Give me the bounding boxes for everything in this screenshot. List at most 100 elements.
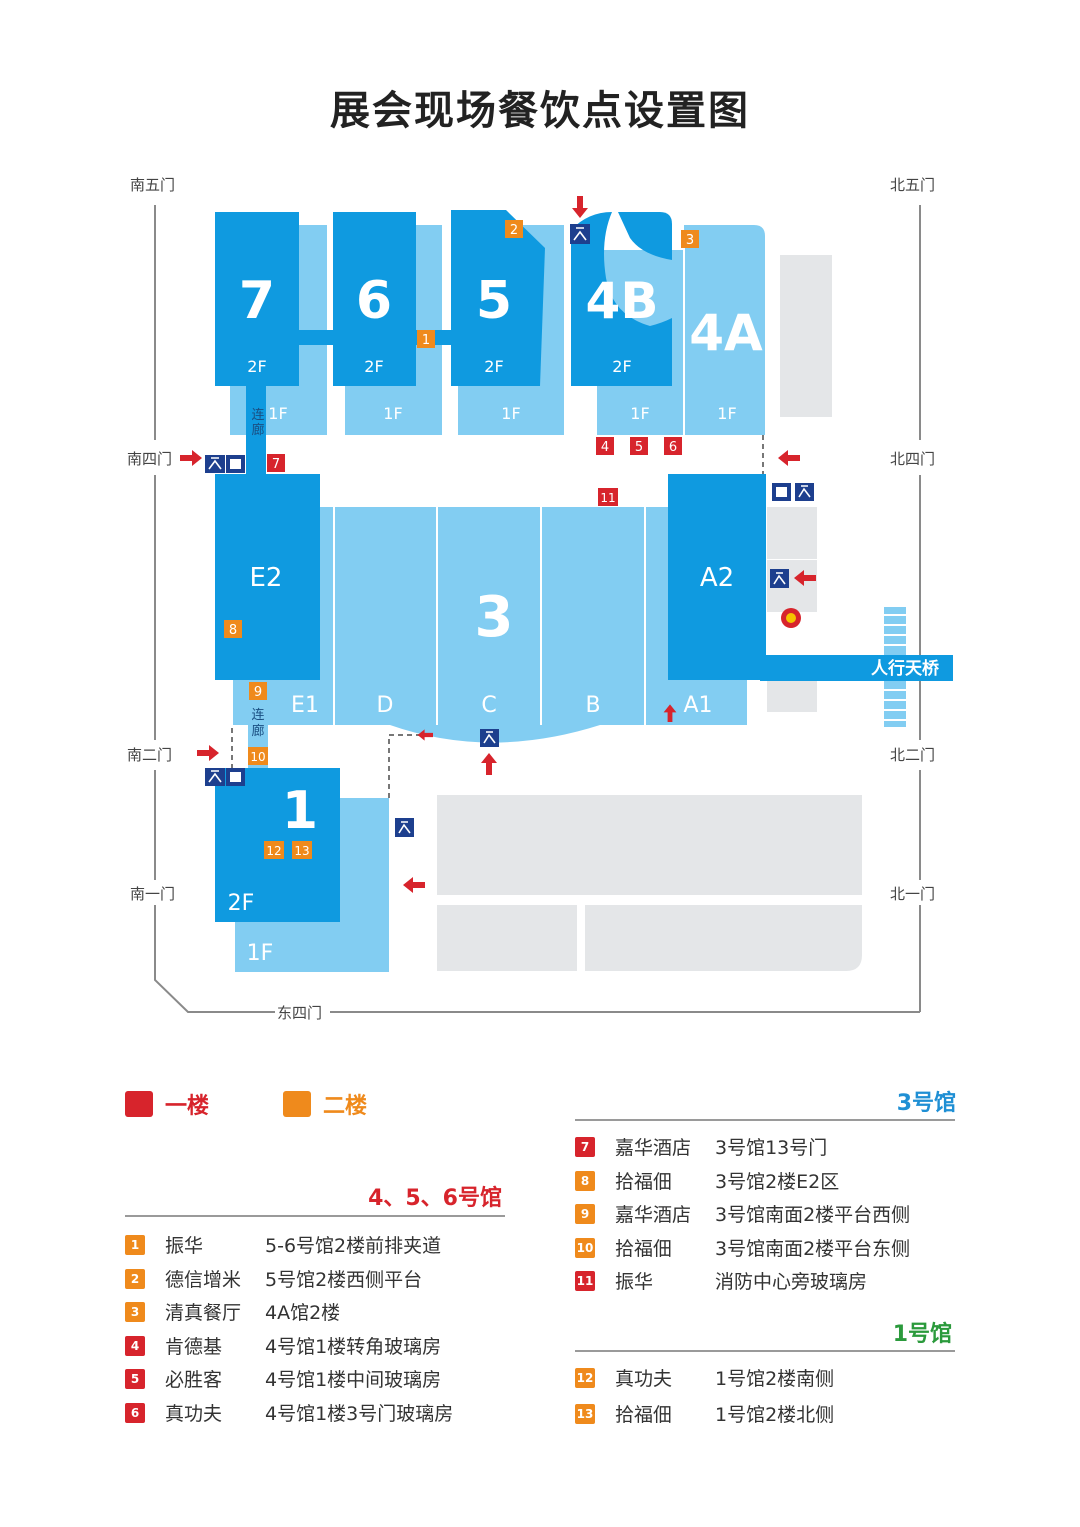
svg-text:3: 3 [686, 233, 694, 248]
restaurant-location: 5号馆2楼西侧平台 [265, 1268, 423, 1291]
legend-first-floor-swatch [125, 1091, 153, 1117]
svg-text:10: 10 [250, 750, 265, 764]
restaurant-name: 振华 [165, 1235, 204, 1257]
restaurant-name: 拾福佃 [615, 1237, 673, 1260]
hall-4b-1f: 1F [630, 404, 649, 423]
restaurant-marker-12: 12 [264, 841, 284, 859]
restaurant-location: 3号馆南面2楼平台东侧 [715, 1237, 911, 1260]
restaurant-name: 真功夫 [615, 1368, 673, 1390]
hall-1-1f: 1F [247, 941, 274, 966]
hall-4a-label: 4A [689, 304, 763, 362]
zone-c-label: C [481, 693, 496, 718]
hall-4a-1f: 1F [717, 404, 736, 423]
restaurant-name: 德信增米 [165, 1268, 242, 1291]
north-halls-2f [215, 210, 672, 386]
corridor-label-north-2: 廊 [251, 422, 264, 438]
restaurant-location: 3号馆13号门 [715, 1137, 828, 1159]
hall-4b-2f: 2F [612, 357, 631, 376]
hall-7-2f: 2F [247, 357, 266, 376]
north-corridor [246, 386, 266, 474]
restaurant-location: 1号馆2楼北侧 [715, 1404, 835, 1426]
restaurant-number: 12 [575, 1368, 595, 1388]
restaurant-number: 3 [125, 1302, 145, 1322]
restaurant-marker-13: 13 [292, 841, 312, 859]
restaurant-marker-3: 3 [681, 230, 699, 248]
restaurant-location: 3号馆南面2楼平台西侧 [715, 1204, 911, 1226]
svg-text:5: 5 [635, 440, 643, 455]
gate-label-south1: 南一门 [130, 885, 175, 903]
site-boundary [154, 205, 921, 1013]
restaurant-number: 8 [575, 1170, 595, 1191]
restaurant-name: 嘉华酒店 [615, 1137, 692, 1159]
restaurant-name: 振华 [615, 1271, 654, 1293]
section-heading-hall-1: 1号馆 [892, 1322, 952, 1347]
restaurant-marker-9: 9 [249, 682, 267, 700]
svg-text:8: 8 [229, 623, 237, 638]
restaurant-marker-6: 6 [664, 437, 682, 455]
gate-label-north5: 北五门 [890, 176, 935, 194]
walking-paths [231, 435, 764, 798]
gate-label-north1: 北一门 [890, 885, 935, 903]
restaurant-name: 拾福佃 [615, 1404, 673, 1426]
hall-6-label: 6 [356, 271, 392, 331]
zone-e1-label: E1 [291, 693, 319, 718]
restaurant-location: 1号馆2楼南侧 [715, 1368, 835, 1390]
hall-6-1f: 1F [383, 404, 402, 423]
svg-text:1: 1 [422, 333, 430, 348]
restaurant-name: 真功夫 [165, 1402, 223, 1425]
svg-text:7: 7 [272, 457, 280, 472]
venue-map: 南五门 南四门 南二门 南一门 北五门 北四门 北二门 北一门 东四门 人行天桥 [127, 176, 953, 1022]
zone-a1-label: A1 [683, 693, 712, 718]
hall-7-label: 7 [239, 271, 275, 331]
gate-label-east4: 东四门 [277, 1004, 322, 1022]
restaurant-name: 拾福佃 [615, 1170, 673, 1193]
restaurant-number: 11 [575, 1271, 595, 1291]
section-rule-halls-456 [125, 1215, 505, 1217]
hall-e2-label: E2 [250, 563, 283, 593]
svg-text:13: 13 [294, 844, 309, 858]
svg-text:6: 6 [669, 440, 677, 455]
restaurant-number: 1 [125, 1235, 145, 1255]
gate-label-south4: 南四门 [127, 450, 172, 468]
svg-text:2: 2 [510, 223, 518, 238]
restaurant-marker-7: 7 [267, 454, 285, 472]
corridor-label-south-2: 廊 [251, 723, 264, 739]
gate-label-south5: 南五门 [130, 176, 175, 194]
hall-1-2f: 2F [228, 891, 255, 916]
zone-d-label: D [377, 693, 394, 718]
hall-5-2f: 2F [484, 357, 503, 376]
restaurant-name: 嘉华酒店 [615, 1204, 692, 1226]
section-heading-hall-3: 3号馆 [896, 1091, 956, 1116]
svg-text:11: 11 [600, 491, 615, 505]
restaurant-location: 4号馆1楼转角玻璃房 [265, 1335, 442, 1358]
restaurant-marker-5: 5 [630, 437, 648, 455]
hall-3-complex [215, 474, 766, 769]
svg-text:4: 4 [601, 440, 609, 455]
legend-first-floor: 一楼 [125, 1088, 209, 1120]
hall-4b-label: 4B [586, 272, 659, 330]
hall-1-label: 1 [282, 781, 318, 841]
legend-second-floor-swatch [283, 1091, 311, 1117]
restaurant-number: 6 [125, 1402, 145, 1423]
restaurant-location: 4号馆1楼中间玻璃房 [265, 1369, 442, 1391]
hall-6-2f: 2F [364, 357, 383, 376]
hall-3-label: 3 [475, 585, 514, 650]
restaurant-marker-10: 10 [248, 747, 268, 765]
restaurant-location: 5-6号馆2楼前排夹道 [265, 1235, 442, 1257]
legend-second-floor: 二楼 [283, 1088, 367, 1120]
restaurant-marker-11: 11 [598, 488, 618, 506]
svg-text:9: 9 [254, 685, 262, 700]
restaurant-number: 2 [125, 1268, 145, 1289]
restaurant-marker-8: 8 [224, 620, 242, 638]
bridge-label: 人行天桥 [871, 658, 940, 679]
